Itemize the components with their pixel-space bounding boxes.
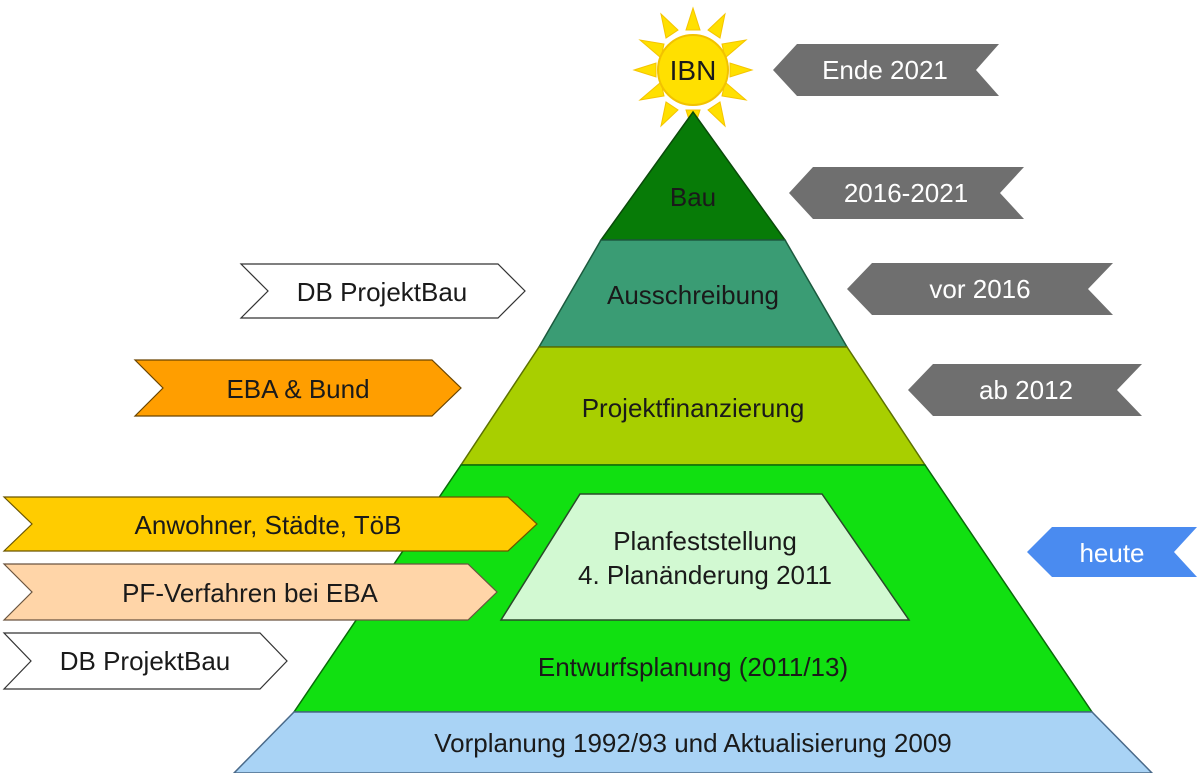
label-2016-2021: 2016-2021	[844, 178, 968, 208]
chevron-eba-bund	[133, 359, 462, 417]
label-ab-2012: ab 2012	[979, 375, 1073, 405]
label-ende-2021: Ende 2021	[822, 55, 948, 85]
label-heute: heute	[1079, 538, 1144, 568]
label-db-projektbau-top: DB ProjektBau	[297, 277, 468, 307]
label-eba-bund: EBA & Bund	[226, 374, 369, 404]
sun-icon	[632, 6, 754, 134]
label-anwohner: Anwohner, Städte, TöB	[135, 510, 402, 540]
tag-vor-2016	[847, 263, 1113, 315]
label-pf-verfahren: PF-Verfahren bei EBA	[122, 578, 378, 608]
chevron-db-projektbau-top	[239, 263, 526, 319]
tag-2016-2021	[789, 167, 1024, 219]
label-db-projektbau-bottom: DB ProjektBau	[60, 646, 231, 676]
sun-label: IBN	[670, 55, 717, 86]
level-bau	[599, 110, 787, 241]
level-vorplanung-label: Vorplanung 1992/93 und Aktualisierung 20…	[434, 728, 952, 758]
level-entwurfsplanung-label: Entwurfsplanung (2011/13)	[538, 652, 848, 682]
tag-ab-2012	[908, 364, 1142, 416]
chevron-anwohner	[2, 496, 538, 552]
chevron-db-projektbau-bottom	[2, 632, 288, 690]
level-projektfinanzierung-label: Projektfinanzierung	[582, 393, 805, 423]
tag-ende-2021	[773, 44, 999, 96]
level-bau-label: Bau	[670, 182, 716, 212]
planfeststellung-line1: Planfeststellung	[613, 526, 797, 556]
label-vor-2016: vor 2016	[929, 274, 1030, 304]
level-ausschreibung-label: Ausschreibung	[607, 280, 779, 310]
tag-heute	[1027, 527, 1197, 577]
planfeststellung-line2: 4. Planänderung 2011	[578, 560, 832, 590]
level-vorplanung	[232, 711, 1154, 773]
planfeststellung-box	[499, 493, 911, 621]
chevron-pf-verfahren	[2, 563, 498, 621]
